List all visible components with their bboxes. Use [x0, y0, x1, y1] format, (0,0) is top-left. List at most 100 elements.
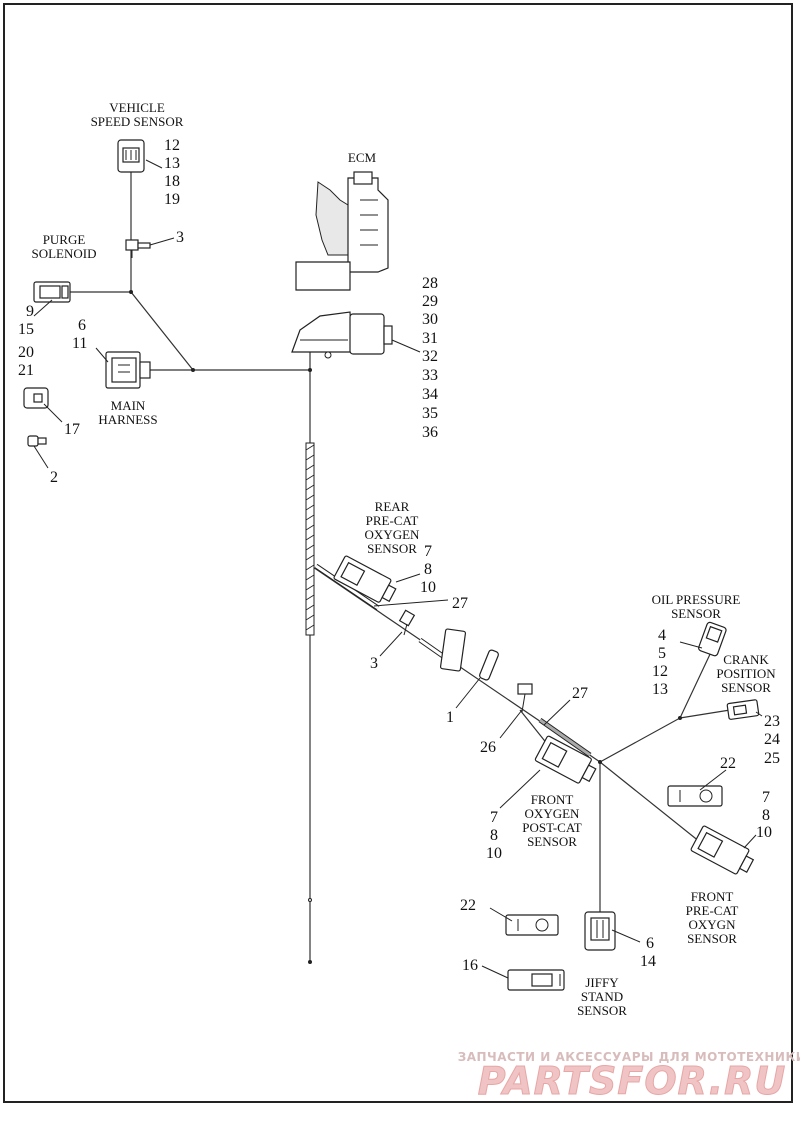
callout-front-pre-cat-2: 10 [756, 824, 772, 841]
callout-22b: 22 [460, 897, 476, 914]
callout-17: 17 [64, 421, 80, 438]
callout-rear-pre-cat-0: 7 [424, 543, 432, 560]
watermark-brand: PARTSFOR.RU [478, 1059, 786, 1103]
callout-vss-0: 12 [164, 137, 180, 154]
callout-purge-3: 21 [18, 362, 34, 379]
part-22-terminal-upper [667, 785, 723, 807]
callout-vss-1: 13 [164, 155, 180, 172]
callout-front-post-cat-1: 8 [490, 827, 498, 844]
wire-crank [679, 709, 731, 719]
callout-crank-2: 25 [764, 750, 780, 767]
label-rear-pre-cat-3: OXYGEN [365, 527, 420, 542]
label-main-harness-1: MAIN [111, 398, 146, 413]
callout-ecm-4: 32 [422, 348, 438, 365]
callout-crank-1: 24 [764, 731, 780, 748]
callout-27a: 27 [452, 595, 468, 612]
label-vss-2: SPEED SENSOR [91, 114, 184, 129]
part-26-clip [517, 683, 533, 713]
label-front-pre-cat-4: SENSOR [687, 931, 737, 946]
label-front-post-cat-1: FRONT [531, 792, 574, 807]
callout-oil-3: 13 [652, 681, 668, 698]
label-jiffy-3: SENSOR [577, 1003, 627, 1018]
part-22-terminal-lower [505, 914, 559, 936]
callout-rear-pre-cat-2: 10 [420, 579, 436, 596]
label-main-harness-2: HARNESS [98, 412, 157, 427]
callout-27b: 27 [572, 685, 588, 702]
label-front-post-cat-3: POST-CAT [522, 820, 582, 835]
callout-22a: 22 [720, 755, 736, 772]
callout-main-harness-0: 6 [78, 317, 86, 334]
callout-purge-0: 9 [26, 303, 34, 320]
callout-front-pre-cat-0: 7 [762, 789, 770, 806]
front-pre-cat-connector [690, 825, 755, 875]
junction-dot [598, 760, 602, 764]
junction-dot [308, 898, 312, 902]
ecm-module [295, 171, 389, 291]
callout-26: 26 [480, 739, 496, 756]
label-front-pre-cat-2: PRE-CAT [686, 903, 739, 918]
diagonal-wire-clip [398, 609, 416, 636]
label-vss-1: VEHICLE [109, 100, 165, 115]
callout-vss-clip: 3 [176, 229, 184, 246]
label-front-pre-cat-1: FRONT [691, 889, 734, 904]
part-2-terminal [27, 435, 47, 447]
label-jiffy-2: STAND [581, 989, 623, 1004]
callout-front-post-cat-2: 10 [486, 845, 502, 862]
ecm-harness-connector [291, 311, 393, 359]
callout-2: 2 [50, 469, 58, 486]
callout-ecm-6: 34 [422, 386, 438, 403]
junction-dot [308, 368, 312, 372]
part-17-connector-cap [23, 387, 49, 409]
callout-oil-0: 4 [658, 627, 666, 644]
label-front-post-cat-4: SENSOR [527, 834, 577, 849]
label-crank-1: CRANK [723, 652, 769, 667]
junction-dot [129, 290, 133, 294]
part-16-connector-housing [507, 969, 565, 991]
junction-dot [191, 368, 195, 372]
label-rear-pre-cat-4: SENSOR [367, 541, 417, 556]
callout-numbers: 12 13 18 19 3 9 15 20 21 6 11 17 2 28 29… [18, 137, 780, 974]
jiffy-stand-sensor-connector [584, 911, 616, 951]
callout-16: 16 [462, 957, 478, 974]
junction-dot [678, 716, 682, 720]
label-front-post-cat-2: OXYGEN [525, 806, 580, 821]
callout-ecm-7: 35 [422, 405, 438, 422]
junction-dot [308, 960, 312, 964]
callout-oil-2: 12 [652, 663, 668, 680]
callout-ecm-8: 36 [422, 424, 438, 441]
label-oil-pressure-2: SENSOR [671, 606, 721, 621]
label-ecm: ECM [348, 150, 377, 165]
label-oil-pressure-1: OIL PRESSURE [652, 592, 741, 607]
vehicle-speed-sensor-connector [117, 139, 145, 173]
callout-rear-pre-cat-1: 8 [424, 561, 432, 578]
callout-ecm-2: 30 [422, 311, 438, 328]
callout-3b: 3 [370, 655, 378, 672]
watermark: ЗАПЧАСТИ И АКСЕССУАРЫ ДЛЯ МОТОТЕХНИКИ PA… [458, 1050, 800, 1104]
callout-jiffy-1: 14 [640, 953, 656, 970]
label-crank-2: POSITION [716, 666, 776, 681]
rear-pre-cat-connector [333, 555, 397, 603]
callout-vss-3: 19 [164, 191, 180, 208]
callout-purge-1: 15 [18, 321, 34, 338]
conduit-sleeve-vertical [305, 442, 315, 636]
harness-wires [70, 172, 731, 964]
label-front-pre-cat-3: OXYGN [689, 917, 737, 932]
part-1-boot [439, 628, 499, 681]
wire-front-pre-cat [599, 761, 701, 843]
callout-1: 1 [446, 709, 454, 726]
callout-front-pre-cat-1: 8 [762, 807, 770, 824]
wire-front-post-cat [519, 709, 549, 746]
leader-lines [33, 159, 763, 979]
watermark-tagline: ЗАПЧАСТИ И АКСЕССУАРЫ ДЛЯ МОТОТЕХНИКИ [458, 1050, 800, 1064]
label-rear-pre-cat-2: PRE-CAT [366, 513, 419, 528]
label-rear-pre-cat-1: REAR [375, 499, 410, 514]
label-jiffy-1: JIFFY [585, 975, 619, 990]
callout-main-harness-1: 11 [72, 335, 87, 352]
diagram-frame [3, 3, 793, 1103]
label-crank-3: SENSOR [721, 680, 771, 695]
callout-ecm-3: 31 [422, 330, 438, 347]
front-post-cat-connector [534, 735, 597, 784]
label-purge-1: PURGE [43, 232, 86, 247]
main-harness-connector [105, 351, 151, 389]
